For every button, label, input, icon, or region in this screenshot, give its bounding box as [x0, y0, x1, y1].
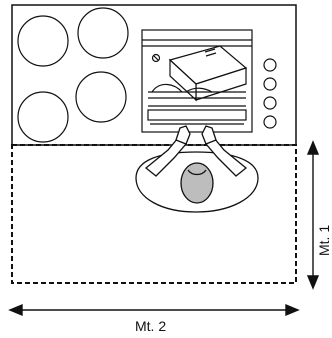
burner-bottom-right	[75, 71, 127, 123]
burner-top-right	[77, 7, 129, 59]
hob	[17, 7, 129, 143]
width-label: Mt. 2	[135, 318, 166, 334]
knob-2	[263, 77, 277, 91]
working-area	[11, 144, 297, 284]
knob-1	[263, 58, 277, 72]
knob-4	[263, 115, 277, 129]
control-knobs	[263, 58, 277, 129]
right-hand	[201, 125, 217, 145]
person-head	[180, 162, 214, 204]
burner-bottom-left	[17, 91, 69, 143]
person-icon	[135, 125, 259, 213]
depth-dimension	[306, 140, 320, 290]
width-dimension	[8, 303, 300, 317]
left-hand	[175, 125, 191, 145]
drawer-box	[168, 45, 248, 102]
knob-3	[263, 96, 277, 110]
oven-unit	[141, 29, 253, 133]
depth-label: Mt. 1	[316, 225, 332, 256]
burner-top-left	[17, 15, 69, 67]
